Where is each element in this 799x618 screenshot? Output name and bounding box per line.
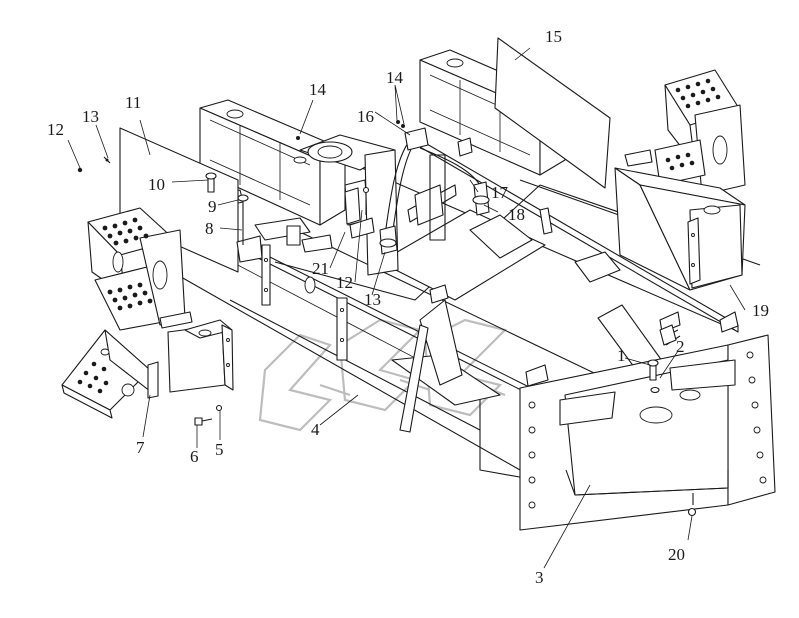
callout-17: 17 <box>491 183 509 202</box>
part-10-bolt <box>205 172 217 193</box>
part-12-13-hardware <box>77 120 405 173</box>
callout-5: 5 <box>215 440 224 459</box>
part-3-rear-frame <box>519 334 776 531</box>
callout-14-left: 14 <box>309 80 327 99</box>
callout-6: 6 <box>190 447 199 466</box>
callout-18: 18 <box>508 205 525 224</box>
callouts: 1 2 3 4 5 6 7 8 9 10 11 12 12 13 13 14 1… <box>47 27 769 587</box>
center-mount <box>379 154 739 433</box>
callout-15: 15 <box>545 27 562 46</box>
part-11-plate <box>119 127 239 273</box>
part-15-cover-plate <box>494 37 611 189</box>
callout-10: 10 <box>148 175 165 194</box>
step-holes-right <box>665 78 721 171</box>
part-1-2-bolt <box>647 324 681 394</box>
callout-19: 19 <box>752 301 769 320</box>
part-21-clamp <box>344 186 375 239</box>
leader-lines <box>67 47 746 569</box>
step-ladder-right <box>624 69 746 196</box>
callout-21: 21 <box>312 259 329 278</box>
callout-12-center: 12 <box>336 273 353 292</box>
part-16-hose <box>379 127 490 255</box>
callout-3: 3 <box>535 568 544 587</box>
callout-8: 8 <box>205 219 214 238</box>
callout-12-left: 12 <box>47 120 64 139</box>
callout-16: 16 <box>357 107 374 126</box>
callout-13-center: 13 <box>364 290 381 309</box>
step-ladder-left-upper <box>87 207 193 331</box>
callout-11: 11 <box>125 93 141 112</box>
callout-4: 4 <box>311 420 320 439</box>
callout-7: 7 <box>136 438 145 457</box>
part-6-5-bolt-washer <box>194 404 223 426</box>
callout-1: 1 <box>617 346 626 365</box>
part-19-toolbox <box>614 167 746 291</box>
step-holes <box>102 217 153 311</box>
callout-2: 2 <box>676 337 685 356</box>
callout-20: 20 <box>668 545 685 564</box>
callout-9: 9 <box>208 197 217 216</box>
part-8-brackets <box>236 194 348 361</box>
callout-13-left: 13 <box>82 107 99 126</box>
callout-14-center: 14 <box>386 68 404 87</box>
part-7-bracket <box>167 319 234 393</box>
step-holes-lower <box>77 361 109 394</box>
step-ladder-left-lower <box>61 329 159 419</box>
